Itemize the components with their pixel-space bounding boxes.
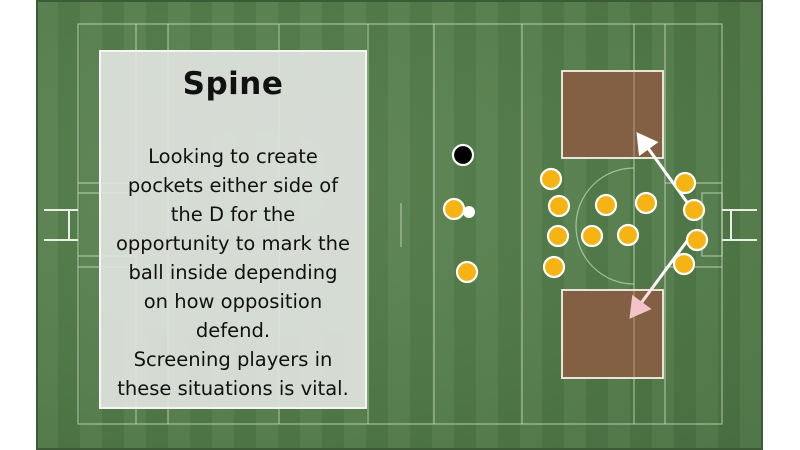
description-line: ball inside depending xyxy=(128,261,338,284)
attacking-players xyxy=(442,167,709,284)
slide-title: Spine xyxy=(182,66,284,102)
description-line: defend. xyxy=(195,319,271,342)
description-line: on how opposition xyxy=(143,290,323,313)
opposition-player xyxy=(451,143,475,167)
bottom-pocket xyxy=(561,289,664,379)
description-line: Looking to create xyxy=(148,145,318,168)
run-arrow-top xyxy=(636,132,691,206)
right-goal-posts-icon xyxy=(722,209,757,241)
run-arrow-bottom xyxy=(629,236,692,319)
description-line: Screening players in xyxy=(133,348,333,371)
left-goal-posts-icon xyxy=(44,209,78,241)
slide-description: Looking to create pockets either side of… xyxy=(101,142,365,403)
description-line: these situations is vital. xyxy=(117,377,349,400)
info-panel: Spine Looking to create pockets either s… xyxy=(99,50,367,409)
description-line: opportunity to mark the xyxy=(115,232,351,255)
top-pocket xyxy=(561,70,664,159)
ball-icon xyxy=(463,206,475,218)
description-line: the D for the xyxy=(170,203,296,226)
description-line: pockets either side of xyxy=(127,174,339,197)
